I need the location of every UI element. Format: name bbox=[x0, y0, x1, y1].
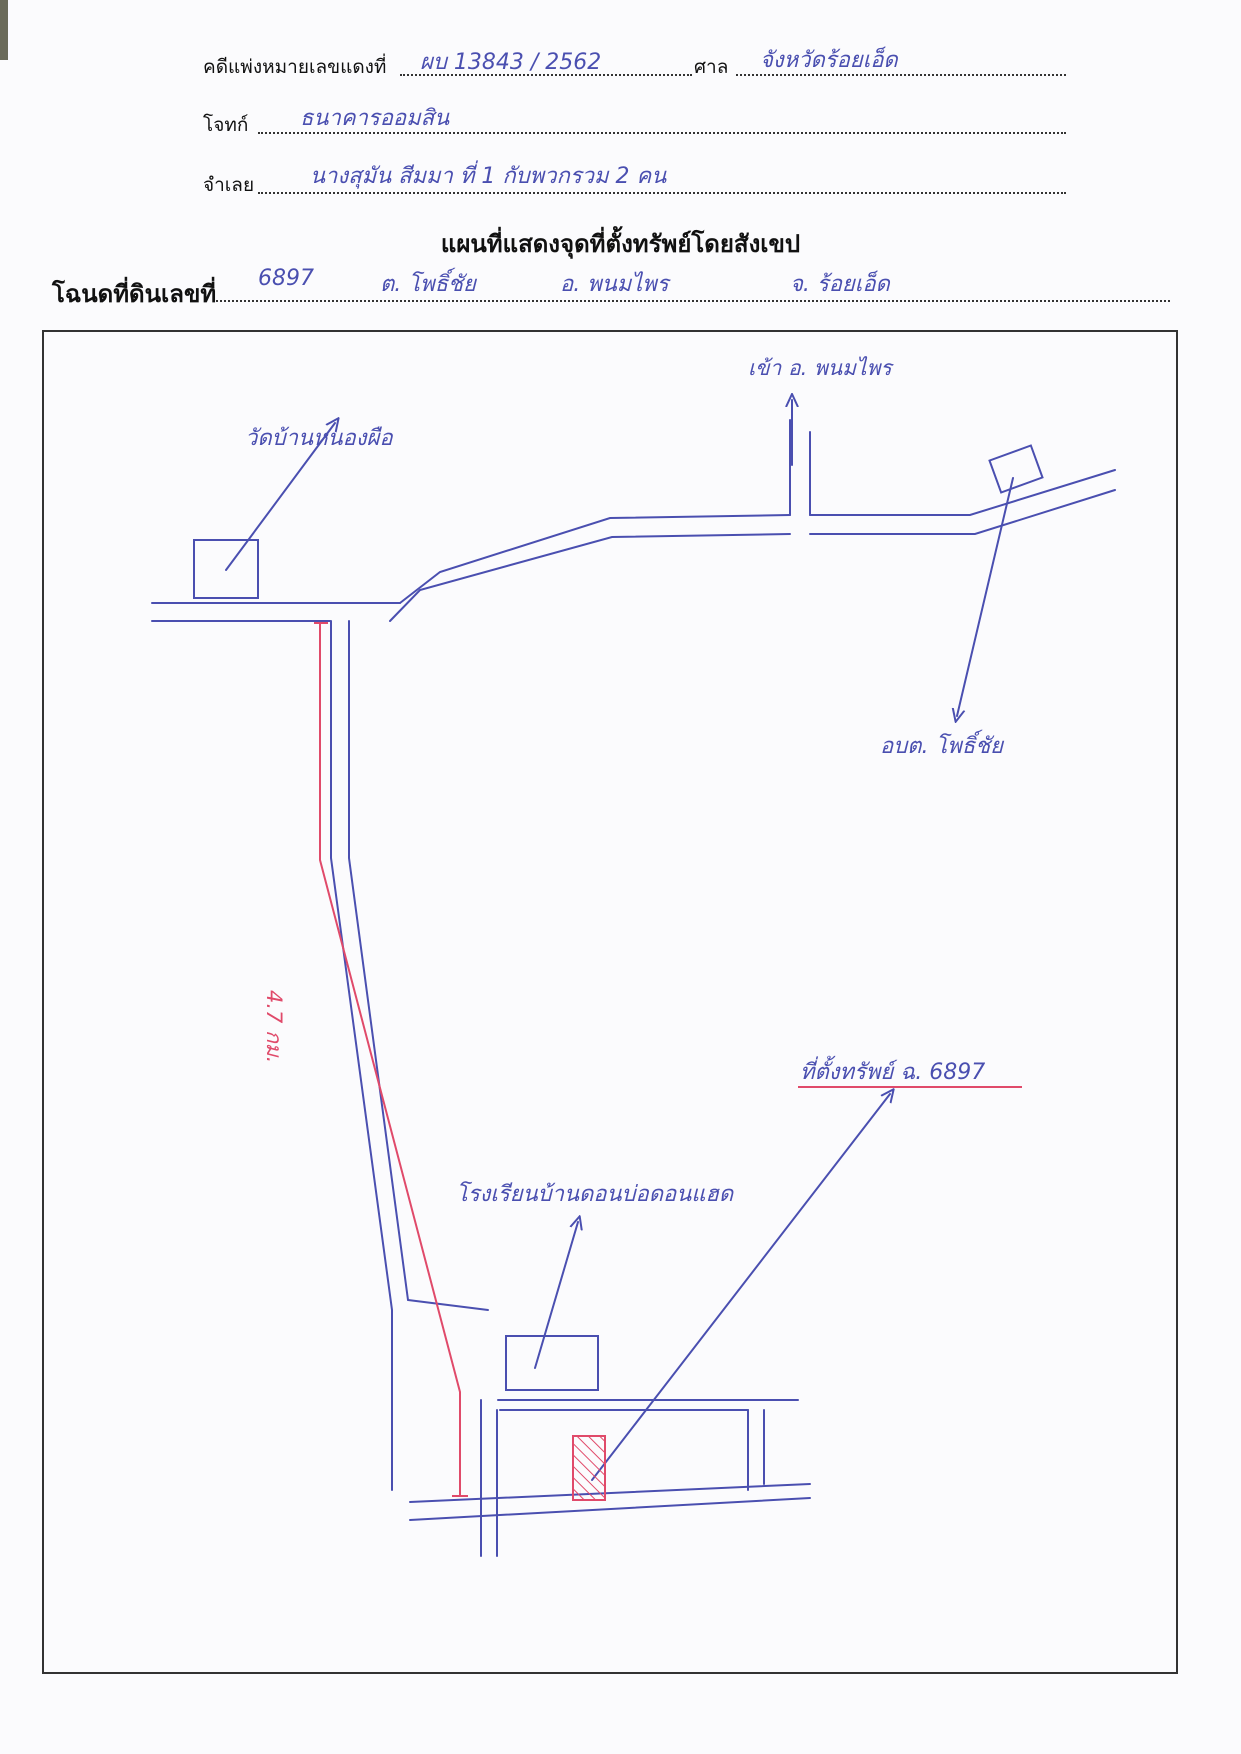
plaintiff-dots bbox=[258, 132, 1066, 134]
road-bottom-south-upper bbox=[409, 1483, 811, 1503]
label-school: โรงเรียนบ้านดอนบ่อดอนแฮด bbox=[456, 1182, 734, 1207]
road-bottom-south-lower bbox=[409, 1497, 811, 1521]
defendant-label: จำเลย bbox=[203, 174, 255, 196]
plaintiff-value: ธนาคารออมสิน bbox=[300, 106, 450, 131]
road-south-left bbox=[330, 620, 393, 1491]
sao-arrow bbox=[957, 477, 1014, 716]
deed-province: จ. ร้อยเอ็ด bbox=[790, 272, 890, 297]
case-value: ผบ 13843 / 2562 bbox=[420, 50, 602, 75]
deed-number: 6897 bbox=[258, 266, 314, 291]
property-parcel bbox=[572, 1435, 606, 1501]
page-title: แผนที่แสดงจุดที่ตั้งทรัพย์โดยสังเขป bbox=[440, 229, 801, 258]
school-arrow bbox=[534, 1222, 578, 1369]
deed-dots bbox=[216, 300, 1170, 302]
school-box bbox=[505, 1335, 599, 1391]
road-east-lower bbox=[809, 489, 1116, 535]
court-dots bbox=[736, 74, 1066, 76]
case-dots bbox=[400, 74, 692, 76]
label-to-district: เข้า อ. พนมไพร bbox=[748, 356, 892, 380]
label-sao: อบต. โพธิ์ชัย bbox=[880, 734, 1004, 759]
deed-label: โฉนดที่ดินเลขที่ bbox=[52, 279, 217, 308]
road-diag-lower bbox=[389, 533, 791, 622]
deed-district: อ. พนมไพร bbox=[560, 272, 669, 297]
property-arrow bbox=[591, 1094, 890, 1481]
map-frame bbox=[42, 330, 1178, 1674]
plaintiff-label: โจทก์ bbox=[203, 114, 249, 136]
deed-subdistrict: ต. โพธิ์ชัย bbox=[380, 272, 476, 297]
road-south-right bbox=[348, 620, 409, 1301]
distance-route bbox=[319, 623, 461, 1496]
defendant-dots bbox=[258, 192, 1066, 194]
court-label: ศาล bbox=[694, 56, 729, 78]
temple-box bbox=[193, 539, 259, 599]
paper-edge bbox=[0, 0, 8, 60]
label-distance: 4.7 กม. bbox=[262, 990, 286, 1064]
road-east-upper bbox=[809, 469, 1116, 516]
label-temple: วัดบ้านหนองผือ bbox=[245, 426, 393, 451]
court-value: จังหวัดร้อยเอ็ด bbox=[760, 48, 898, 73]
defendant-value: นางสุมัน สีมมา ที่ 1 กับพวกรวม 2 คน bbox=[310, 164, 667, 189]
case-label: คดีแพ่งหมายเลขแดงที่ bbox=[203, 56, 387, 78]
label-property: ที่ตั้งทรัพย์ ฉ. 6897 bbox=[800, 1060, 986, 1085]
road-diag-upper bbox=[399, 514, 791, 604]
temple-arrow bbox=[225, 423, 335, 571]
sao-box bbox=[988, 444, 1044, 494]
